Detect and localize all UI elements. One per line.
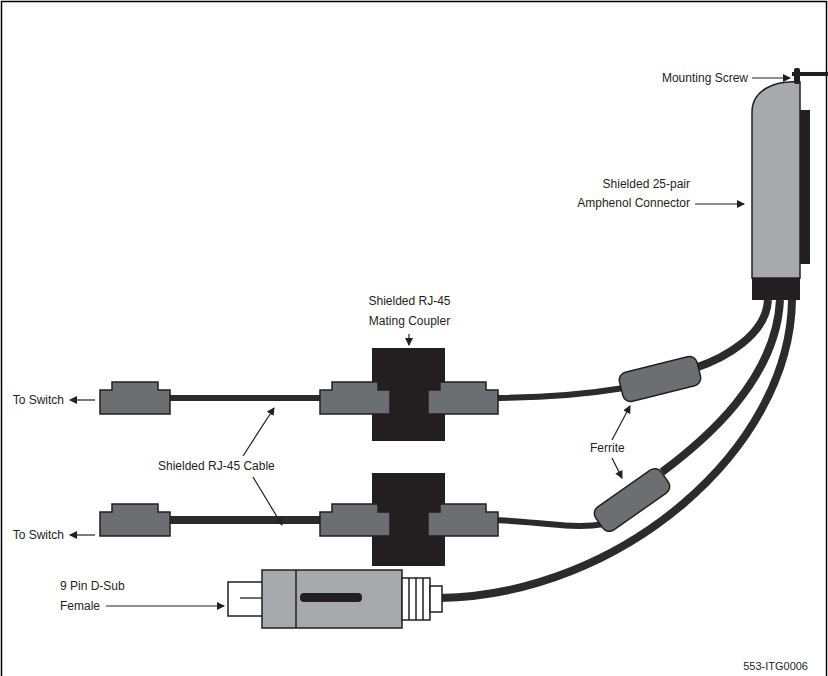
leader-arrow bbox=[70, 534, 95, 535]
connector-boot bbox=[752, 278, 800, 300]
cable bbox=[440, 300, 792, 598]
leader-arrow bbox=[408, 334, 409, 345]
leader-arrow bbox=[253, 477, 282, 525]
cable bbox=[165, 516, 322, 524]
leader-arrow bbox=[752, 77, 790, 78]
dsub-end bbox=[430, 586, 442, 612]
rj45-plug bbox=[428, 382, 498, 414]
part-label: Shielded RJ-45 Cable bbox=[158, 459, 275, 474]
leader-arrow bbox=[243, 408, 274, 456]
direction-label: To Switch bbox=[13, 528, 64, 543]
dsub-slot bbox=[300, 593, 362, 602]
amphenol-connector bbox=[752, 82, 800, 278]
leader-arrow bbox=[612, 458, 622, 478]
part-label: Mounting Screw bbox=[662, 71, 748, 86]
ferrite bbox=[618, 355, 703, 403]
direction-label: To Switch bbox=[13, 393, 64, 408]
figure-id: 553-ITG0006 bbox=[743, 659, 808, 674]
ferrite bbox=[591, 466, 673, 535]
cable bbox=[490, 388, 624, 398]
mounting-screw bbox=[794, 68, 800, 84]
rj45-plug bbox=[100, 382, 170, 414]
rj45-plug bbox=[428, 504, 498, 536]
dsub-strain-relief bbox=[402, 578, 430, 620]
part-label: 9 Pin D-Sub Female bbox=[60, 576, 135, 616]
cable bbox=[695, 300, 768, 368]
leader-arrow bbox=[106, 605, 224, 606]
part-label: Shielded 25-pair Amphenol Connector bbox=[572, 175, 690, 213]
dsub-edge bbox=[295, 570, 297, 628]
leader-arrow bbox=[70, 399, 95, 400]
leader-arrow bbox=[695, 203, 744, 204]
cable bbox=[165, 395, 322, 401]
cable bbox=[490, 520, 604, 526]
part-label: Ferrite bbox=[590, 441, 625, 456]
ribs bbox=[409, 578, 423, 620]
part-label: Shielded RJ-45 Mating Coupler bbox=[362, 291, 457, 331]
rj45-plug bbox=[320, 504, 390, 536]
rj45-plug bbox=[100, 504, 170, 536]
dsub-body bbox=[262, 570, 402, 628]
leader-arrow bbox=[612, 406, 630, 440]
rj45-plug bbox=[320, 382, 390, 414]
